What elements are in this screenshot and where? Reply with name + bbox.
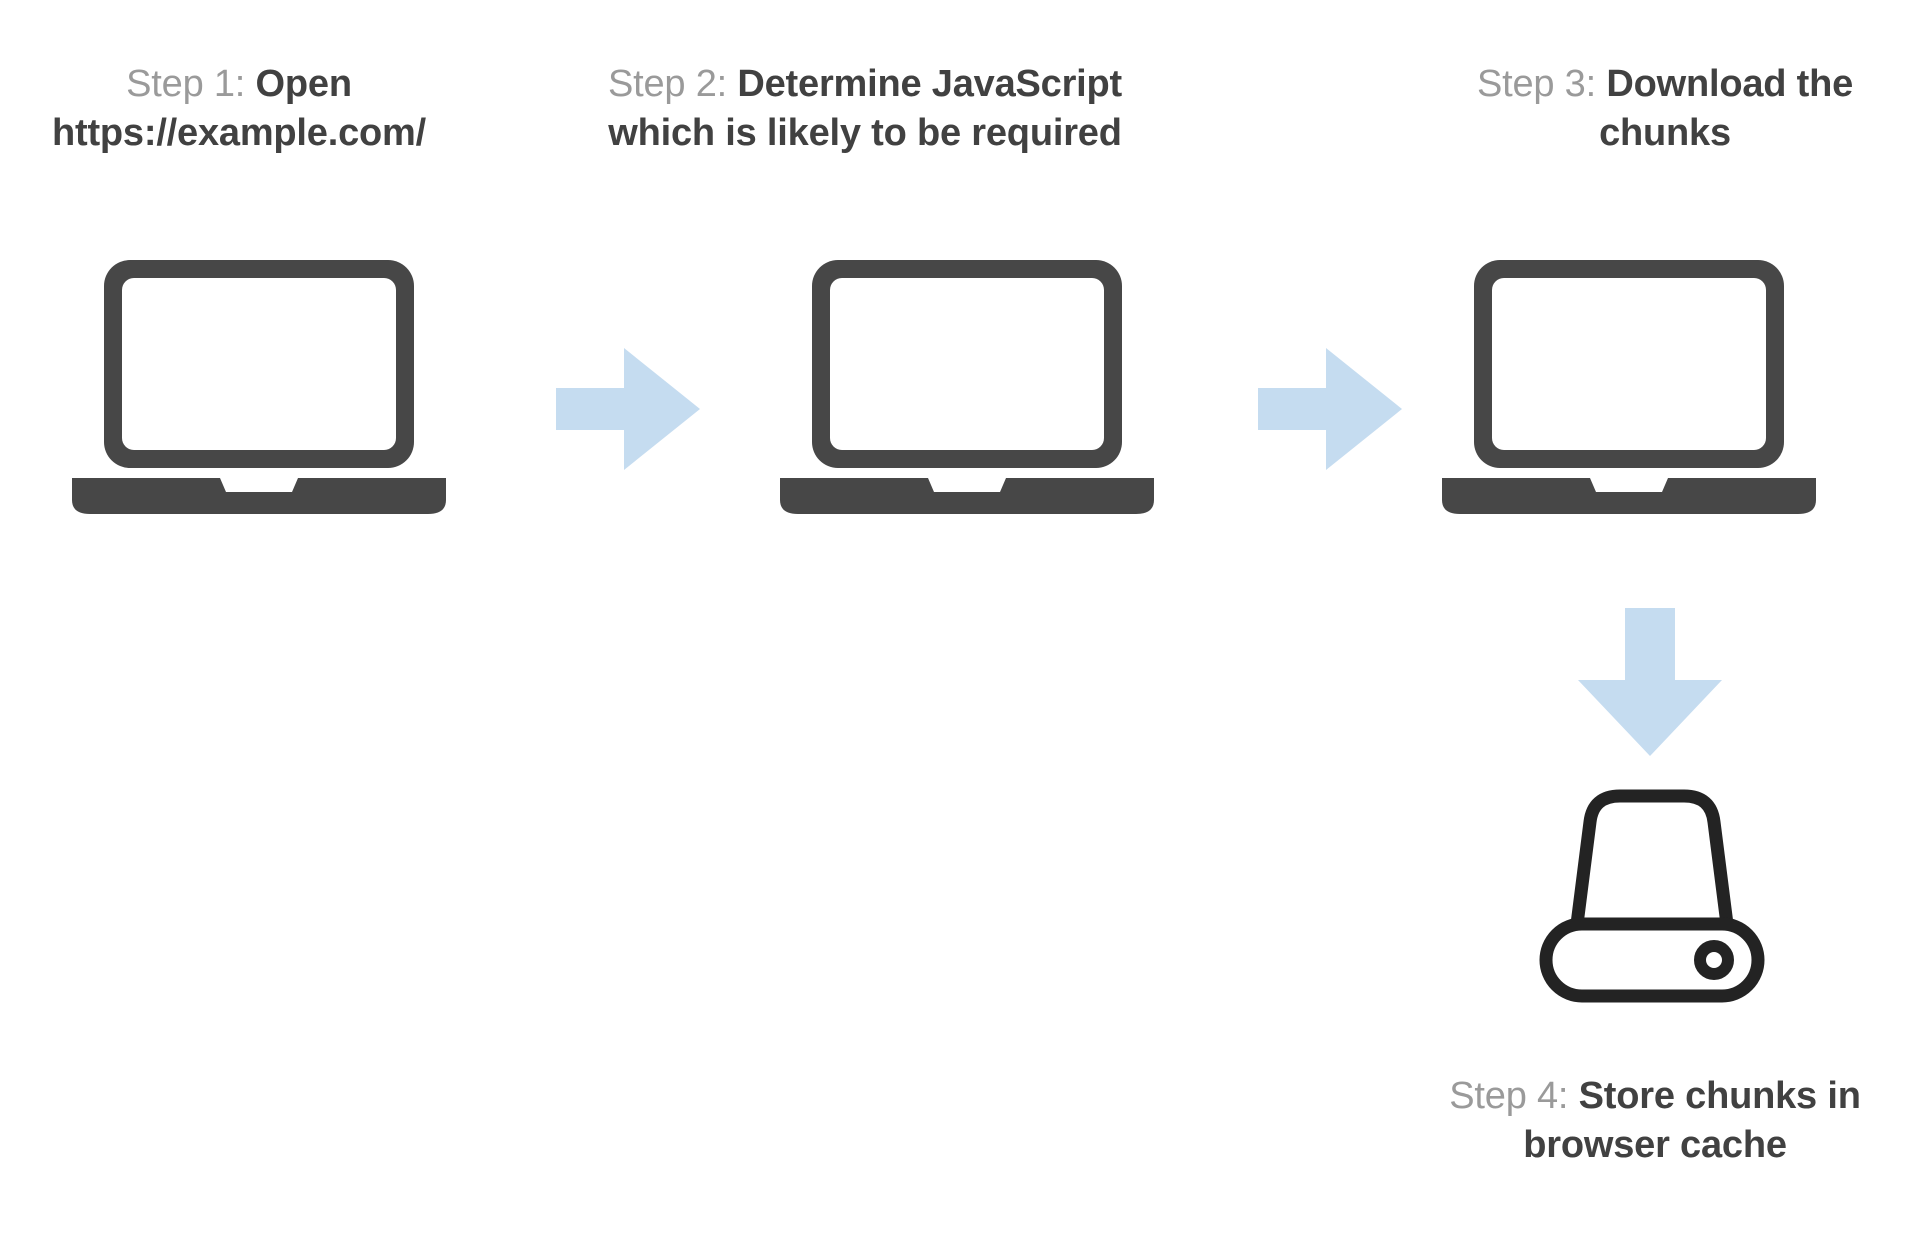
step-2-caption: Step 2: Determine JavaScript which is li… bbox=[585, 60, 1145, 157]
step-4-label: Step 4: bbox=[1449, 1075, 1579, 1117]
step-4-caption: Step 4: Store chunks in browser cache bbox=[1420, 1072, 1890, 1169]
arrow-right-icon-2 bbox=[1258, 348, 1402, 470]
hard-drive-led-icon bbox=[1694, 940, 1734, 980]
step-2-label: Step 2: bbox=[607, 63, 738, 105]
arrow-right-icon-1 bbox=[556, 348, 700, 470]
step-1-text: Open https://example.com/ bbox=[52, 63, 426, 154]
step-3-text: Download the chunks bbox=[1599, 63, 1854, 154]
laptop-screen-shape bbox=[1474, 260, 1784, 468]
laptop-icon-step-2 bbox=[778, 252, 1190, 564]
step-1-caption: Step 1: Open https://example.com/ bbox=[24, 60, 454, 157]
step-3-label: Step 3: bbox=[1476, 63, 1607, 105]
laptop-base-shape bbox=[72, 478, 446, 514]
step-2-text: Determine JavaScript which is likely to … bbox=[608, 63, 1123, 154]
hard-drive-tray-shape bbox=[1539, 917, 1765, 1003]
laptop-base-shape bbox=[1442, 478, 1816, 514]
arrow-down-icon-3 bbox=[1578, 608, 1722, 756]
hard-drive-icon-step-4 bbox=[1532, 782, 1772, 1010]
step-1-label: Step 1: bbox=[126, 63, 256, 105]
laptop-icon-step-3 bbox=[1440, 252, 1852, 564]
step-4-text: Store chunks in browser cache bbox=[1523, 1075, 1861, 1166]
laptop-screen-shape bbox=[104, 260, 414, 468]
laptop-base-shape bbox=[780, 478, 1154, 514]
step-3-caption: Step 3: Download the chunks bbox=[1440, 60, 1890, 157]
laptop-icon-step-1 bbox=[70, 252, 482, 564]
hard-drive-body-shape bbox=[1569, 789, 1735, 939]
laptop-screen-shape bbox=[812, 260, 1122, 468]
